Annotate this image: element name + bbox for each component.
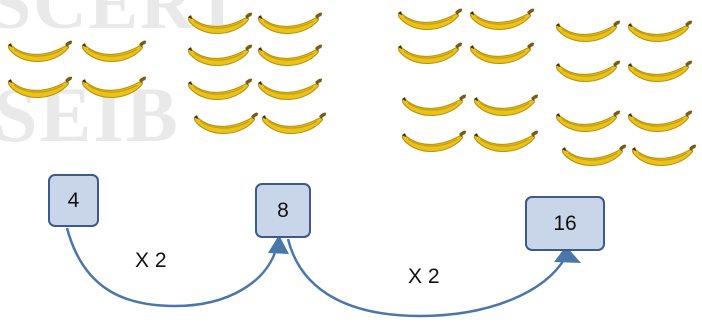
banana-icon (81, 76, 147, 99)
banana-icon (257, 12, 323, 35)
banana-icon (257, 78, 323, 101)
arrow-1-head (268, 235, 289, 254)
banana-icon (7, 76, 73, 99)
banana-icon (555, 110, 621, 133)
arrow-1-line (65, 227, 279, 308)
banana-icon (81, 40, 147, 63)
banana-icon (555, 60, 621, 83)
banana-icon (257, 44, 323, 67)
arrows-layer (65, 227, 581, 318)
banana-icon (401, 94, 467, 117)
banana-icon (187, 44, 253, 67)
arrow-2-head (554, 246, 581, 263)
operation-label-2: X 2 (408, 265, 440, 288)
banana-icon (627, 20, 693, 43)
banana-icon (627, 60, 693, 83)
number-box-8: 8 (255, 183, 311, 238)
banana-icon (187, 12, 253, 35)
operation-label-1: X 2 (135, 249, 167, 272)
banana-icon (469, 42, 535, 65)
number-box-16: 16 (525, 196, 605, 251)
banana-group-3 (397, 8, 697, 167)
number-box-4: 4 (48, 174, 99, 227)
arrow-2-line (286, 238, 567, 318)
banana-icon (631, 144, 697, 167)
banana-icon (469, 8, 535, 31)
banana-icon (473, 130, 539, 153)
banana-icon (7, 40, 73, 63)
banana-icon (555, 20, 621, 43)
banana-icon (397, 42, 463, 65)
banana-icon (473, 94, 539, 117)
watermark-top: SCERT (0, 0, 245, 45)
banana-icon (401, 130, 467, 153)
banana-group-2 (187, 12, 327, 135)
banana-group-1 (7, 40, 147, 99)
banana-icon (627, 110, 693, 133)
banana-icon (193, 112, 259, 135)
banana-icon (561, 144, 627, 167)
banana-icon (187, 78, 253, 101)
bananas-layer (7, 8, 697, 167)
banana-icon (397, 8, 463, 31)
banana-icon (261, 112, 327, 135)
